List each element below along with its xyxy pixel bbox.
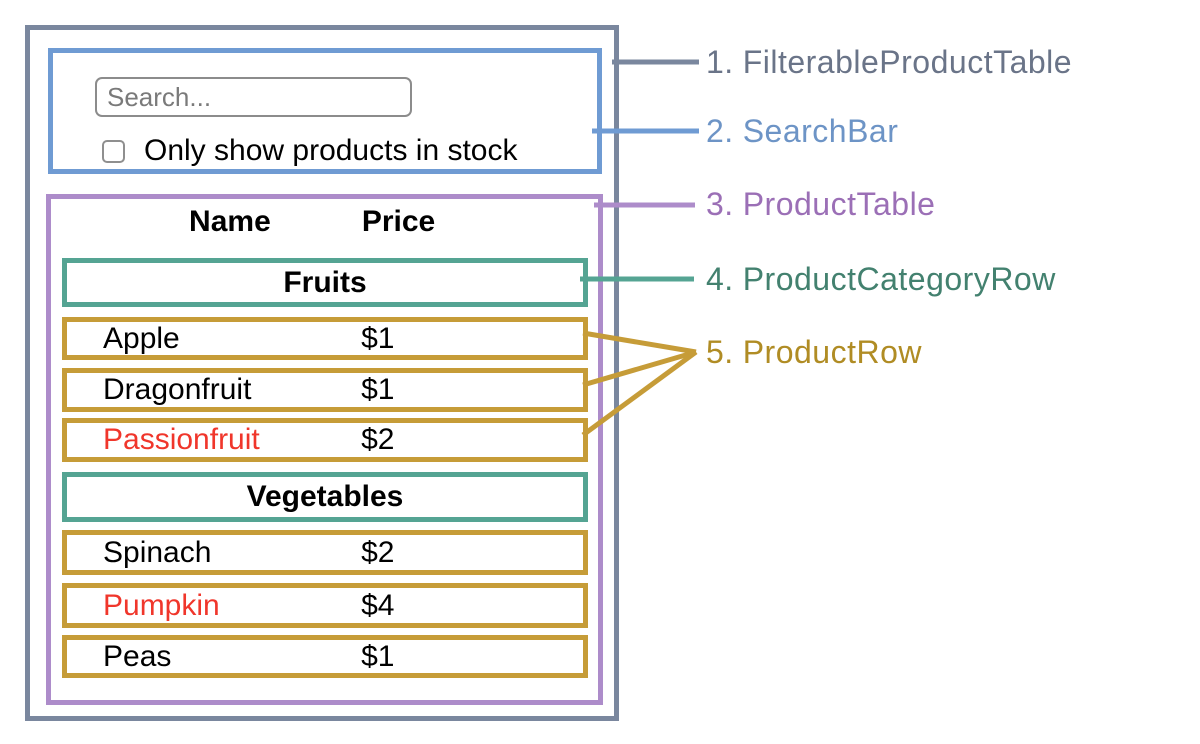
in-stock-checkbox[interactable] [102,139,125,163]
product-price: $1 [361,373,395,406]
name-column-header: Name [189,205,271,238]
table-header-row: Name Price [62,200,588,244]
product-name: Peas [103,640,172,673]
product-price: $1 [361,640,395,673]
legend-product-category-row: 4.ProductCategoryRow [706,261,1056,298]
legend-product-table: 3.ProductTable [706,186,935,223]
legend-name: FilterableProductTable [742,44,1073,80]
product-price: $1 [361,322,395,355]
category-label: Vegetables [246,480,404,513]
search-input[interactable] [95,77,412,117]
legend-name: ProductCategoryRow [742,261,1056,297]
legend-number: 4. [706,261,734,297]
legend-name: SearchBar [742,113,899,149]
in-stock-filter: Only show products in stock [102,134,518,168]
legend-number: 2. [706,113,734,149]
category-row-vegetables: Vegetables [62,472,588,522]
in-stock-checkbox-label: Only show products in stock [144,134,518,167]
product-price: $4 [361,588,395,622]
product-row-peas: Peas $1 [62,635,588,678]
search-bar-box: Only show products in stock [48,48,602,174]
product-row-dragonfruit: Dragonfruit $1 [62,368,588,412]
product-name: Apple [103,322,180,355]
product-name-out-of-stock: Passionfruit [103,423,260,456]
legend-number: 5. [706,334,734,370]
filterable-product-table-box: Only show products in stock Name Price F… [25,25,619,721]
legend-name: ProductTable [742,186,936,222]
product-name: Spinach [103,535,212,569]
product-row-spinach: Spinach $2 [62,530,588,575]
legend-name: ProductRow [742,334,922,370]
product-price: $2 [361,423,395,456]
product-row-pumpkin: Pumpkin $4 [62,583,588,628]
product-row-passionfruit: Passionfruit $2 [62,418,588,462]
product-price: $2 [361,535,395,569]
legend-number: 3. [706,186,734,222]
category-row-fruits: Fruits [62,258,588,307]
product-table-box: Name Price Fruits Apple $1 Dragonfruit $… [46,194,603,705]
product-name: Dragonfruit [103,373,252,406]
legend-filterable-product-table: 1.FilterableProductTable [706,44,1072,81]
legend-search-bar: 2.SearchBar [706,113,898,150]
legend-product-row: 5.ProductRow [706,334,922,371]
price-column-header: Price [361,205,436,238]
product-row-apple: Apple $1 [62,317,588,360]
legend-number: 1. [706,44,734,80]
category-label: Fruits [283,265,367,299]
product-name-out-of-stock: Pumpkin [103,588,220,622]
